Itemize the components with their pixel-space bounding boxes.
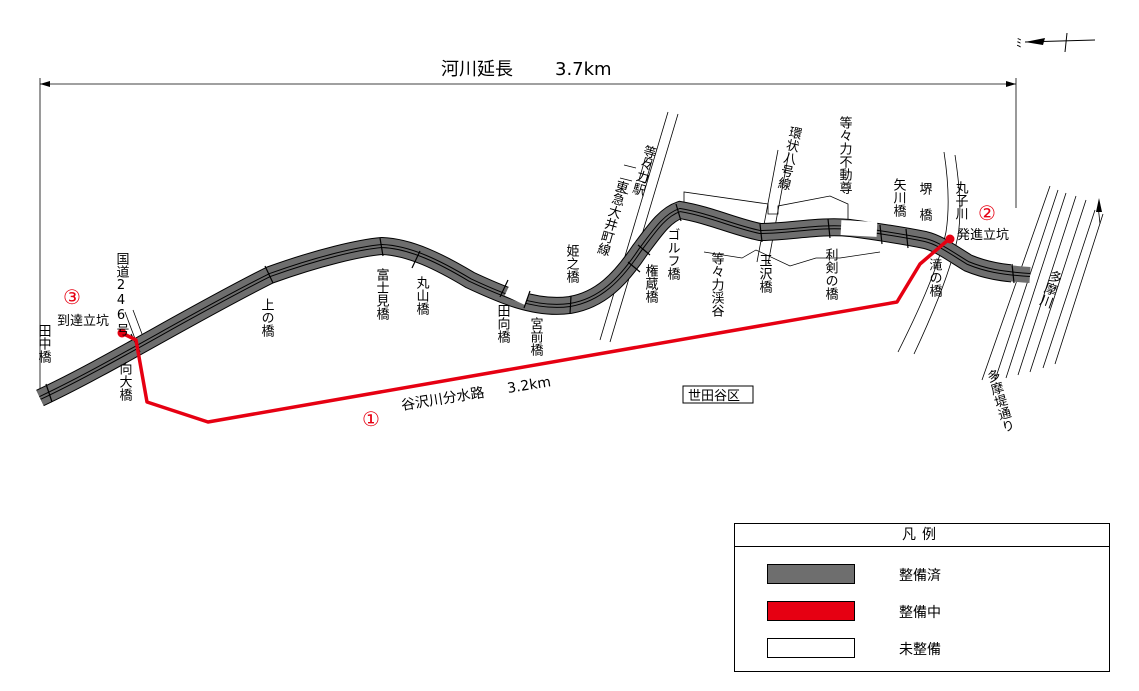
- length-value: 3.7km: [555, 59, 612, 80]
- bridge-label: 田向橋: [495, 304, 511, 344]
- launch-shaft-name: 丸子川: [953, 181, 969, 220]
- legend-item-progress: 整備中: [735, 601, 1109, 623]
- tamatei-label: 多摩堤通り: [983, 367, 1016, 435]
- legend-swatch: [767, 638, 855, 658]
- bridge-label: 丸山橋: [414, 276, 430, 316]
- launch-shaft-label: 発進立坑: [957, 228, 1009, 243]
- arrival-shaft-number: ③: [63, 285, 81, 309]
- tamagawa-river: [981, 185, 1104, 381]
- tunnel-length: 3.2km: [506, 374, 552, 397]
- legend-title: 凡例: [735, 524, 1109, 547]
- bridge-label: 向大橋: [117, 361, 133, 402]
- legend-label: 整備中: [899, 605, 941, 621]
- launch-shaft-number: ②: [978, 201, 996, 225]
- north-arrow-icon: ﾐ: [1016, 32, 1096, 53]
- river-channel: [36, 200, 1031, 407]
- legend-swatch: [767, 564, 855, 584]
- bridge-label: 田中橋: [36, 324, 52, 364]
- arrival-shaft-label: 到達立坑: [57, 314, 109, 329]
- kanpachi-label: 環状八号線: [774, 124, 803, 191]
- district-box: [682, 385, 754, 404]
- district-label: 世田谷区: [688, 389, 740, 404]
- keikoku-outline: [683, 191, 849, 220]
- bridge-label: 玉沢橋: [757, 254, 773, 294]
- toyoko-label: 東急大井町線: [593, 177, 630, 257]
- railway-line: [599, 111, 679, 343]
- bridge-label: 堺 橋: [917, 182, 933, 222]
- kanpachi-road: [756, 149, 790, 265]
- launch-shaft-icon: [945, 234, 955, 244]
- bridge-label: 姫之橋: [564, 244, 580, 284]
- legend-item-done: 整備済: [735, 564, 1109, 586]
- bridge-label: 利剣の橋: [823, 248, 839, 301]
- bridge-label: 上の橋: [259, 298, 275, 338]
- todoroki-station-icon: [638, 157, 653, 184]
- shunt-tunnel-route: [123, 238, 950, 424]
- keikoku-label: 等々力渓谷: [709, 251, 725, 317]
- bridge-label: 宮前橋: [528, 316, 544, 357]
- todoroki-station-label: 等々力駅: [628, 142, 658, 198]
- bridge-label: 権蔵橋: [643, 263, 659, 304]
- arrival-shaft-icon: [117, 328, 127, 338]
- tamatei-road: [897, 151, 961, 355]
- bridge-label: 富士見橋: [374, 267, 390, 321]
- legend-item-planned: 未整備: [735, 638, 1109, 660]
- keikoku-outline-lower: [703, 249, 881, 267]
- flow-arrow-icon: [1096, 198, 1102, 212]
- unimproved-section: [504, 281, 532, 305]
- tunnel-label: 谷沢川分水路: [400, 385, 485, 414]
- fudoson-label: 等々力不動尊: [837, 115, 853, 194]
- svg-text:ﾐ: ﾐ: [1016, 36, 1022, 50]
- bridge-label: ゴルフ橋: [665, 228, 681, 281]
- bridge-label: 滝の橋: [927, 258, 943, 298]
- bridge-markers: [45, 203, 1015, 403]
- length-title: 河川延長: [441, 59, 513, 80]
- tunnel-number: ①: [362, 407, 380, 431]
- kokudo-label: 国道246号: [114, 252, 130, 336]
- legend-label: 未整備: [899, 642, 941, 658]
- legend: 凡例 整備済 整備中 未整備: [734, 523, 1110, 672]
- legend-label: 整備済: [899, 568, 941, 584]
- unimproved-section: [840, 220, 878, 237]
- legend-swatch: [767, 601, 855, 621]
- bridge-label: 矢川橋: [891, 178, 907, 218]
- length-dimension: [39, 78, 1017, 395]
